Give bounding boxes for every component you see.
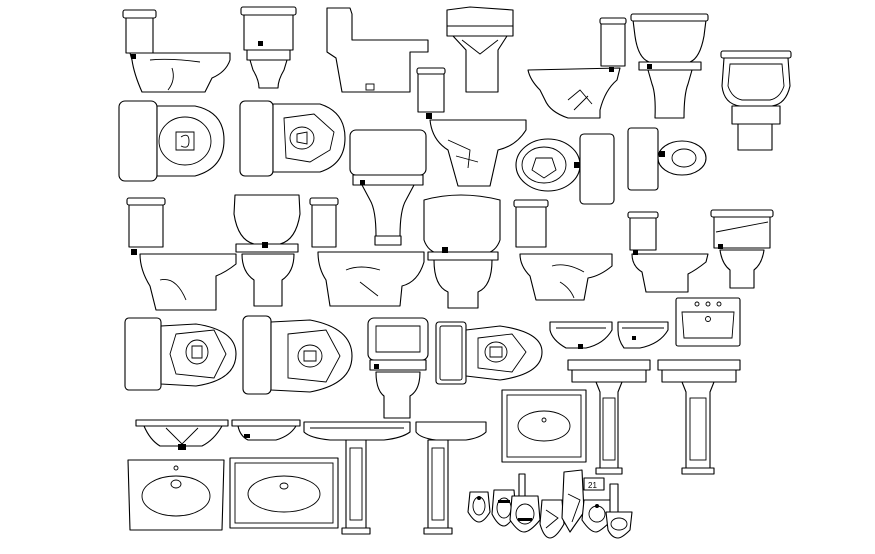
toilet-side-view-6 — [513, 199, 613, 301]
fixture-annotation-label: 21 — [588, 481, 597, 490]
countertop-sink-section — [135, 419, 229, 450]
sink-plan-view-small — [675, 297, 741, 347]
wall-sink-side-view — [549, 321, 613, 349]
toilet-plan-view-round — [515, 133, 615, 205]
toilet-plan-view-2 — [239, 100, 346, 177]
sink-plan-view-framed — [501, 389, 587, 463]
toilet-side-view-5 — [309, 197, 425, 307]
urinal-front-view-5: 21 — [581, 477, 613, 533]
urinal-front-view-3 — [509, 473, 541, 533]
urinal-front-view-4 — [561, 469, 585, 533]
toilet-side-view-2 — [527, 17, 627, 119]
toilet-tank-front-view — [720, 50, 792, 151]
toilet-plan-view-4 — [242, 315, 353, 395]
urinal-side-view — [539, 499, 565, 539]
toilet-front-view — [240, 6, 297, 89]
toilet-front-view-3 — [349, 129, 427, 246]
pedestal-sink-front-view — [567, 359, 651, 475]
urinal-front-view — [467, 491, 491, 523]
toilet-plan-view-3 — [124, 317, 237, 391]
toilet-side-view-3 — [416, 67, 527, 187]
toilet-front-view-7 — [367, 317, 429, 419]
toilet-plan-view-small — [627, 127, 707, 191]
toilet-side-view — [122, 9, 231, 93]
toilet-plan-view-5 — [435, 321, 543, 385]
toilet-side-view-7 — [627, 211, 709, 293]
toilet-side-view-4 — [126, 197, 237, 311]
toilet-front-view-4 — [233, 194, 301, 307]
pedestal-sink-side-view — [303, 421, 411, 535]
toilet-plan-view — [118, 100, 225, 182]
one-piece-toilet-side-view — [326, 7, 429, 93]
countertop-sink-plan-view — [229, 457, 339, 529]
toilet-front-view-2 — [630, 13, 709, 119]
one-piece-toilet-front-view — [446, 6, 514, 93]
toilet-front-view-5 — [423, 194, 501, 309]
pedestal-sink-front-view-2 — [657, 359, 741, 475]
pedestal-sink-side-view-2 — [415, 421, 487, 535]
toilet-front-view-6 — [710, 209, 774, 289]
vanity-sink-plan-view — [127, 459, 225, 531]
countertop-sink-section-2 — [231, 419, 301, 441]
wall-sink-side-view-2 — [617, 321, 669, 349]
urinal-front-view-6 — [605, 483, 633, 539]
